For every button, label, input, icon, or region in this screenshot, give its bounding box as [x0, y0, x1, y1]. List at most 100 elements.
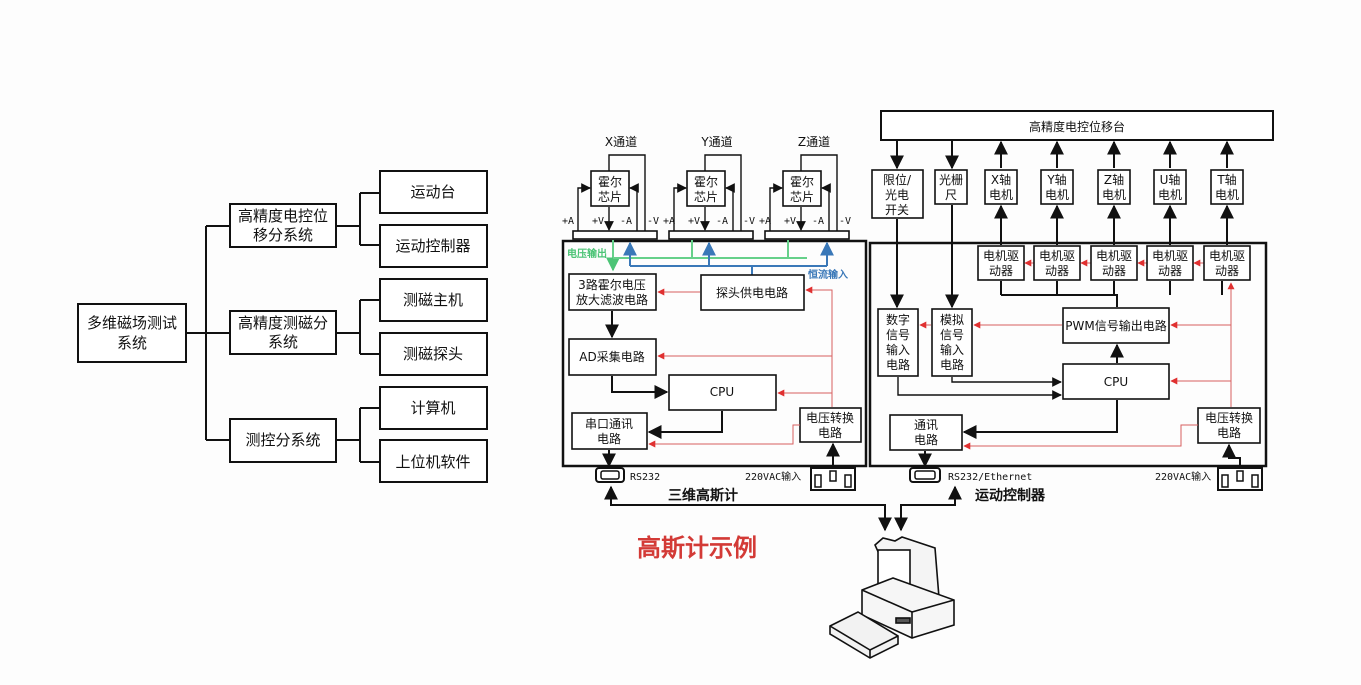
motor-z-block: [1097, 169, 1131, 205]
stage-block: [880, 110, 1274, 141]
root-node: [77, 303, 187, 363]
controller-name: 运动控制器: [975, 487, 1046, 504]
motor-driver-t-line2: 动器: [1215, 264, 1239, 278]
motor-driver-z-block: [1090, 245, 1138, 281]
pin-labels: +A +V -A -V +A +V -A -V +A +V -A -V: [562, 216, 851, 227]
motor-driver-y-line1: 电机驱: [1039, 249, 1075, 263]
motor-t-block: [1210, 169, 1244, 205]
controller-voltage-converter: [1197, 407, 1261, 444]
leaf-magnetometer-host-label: 测磁主机: [403, 291, 463, 309]
subsystem-magnetic: [229, 310, 337, 355]
grating-line1: 光栅: [939, 172, 963, 187]
controller-diagram: 高精度电控位移台 限位/ 光电 开关 光栅 尺 X轴电机电机驱动器Y轴电机电机驱…: [868, 110, 1274, 504]
subsystem-motion-line2: 移分系统: [253, 226, 313, 244]
leaf-computer: [379, 386, 488, 430]
digital-input-line2: 信号: [886, 328, 910, 342]
controller-power-label: 220VAC输入: [1155, 470, 1211, 483]
subsystem-control: [229, 418, 337, 463]
probe-connector-x: [572, 230, 658, 240]
analog-input-line2: 信号: [940, 328, 964, 342]
motor-driver-u-line2: 动器: [1158, 264, 1182, 278]
serial-comm-block: [571, 412, 648, 450]
channel-z: Z通道 霍尔 芯片: [764, 135, 850, 240]
hall-chip-z-line1: 霍尔: [790, 174, 814, 189]
caption-title: 高斯计示例: [637, 534, 757, 562]
controller-port-label: RS232/Ethernet: [948, 472, 1032, 483]
gaussmeter-voltage-converter: [799, 407, 862, 443]
gaussmeter-cpu-block: [668, 374, 777, 411]
controller-vconv-line1: 电压转换: [1205, 410, 1253, 425]
subsystem-motion: [229, 203, 337, 248]
channel-z-label: Z通道: [798, 135, 830, 149]
limit-switch-line3: 开关: [885, 203, 909, 217]
motor-driver-u-line1: 电机驱: [1152, 249, 1188, 263]
channel-x-label: X通道: [605, 135, 637, 149]
leaf-motion-controller-label: 运动控制器: [395, 237, 470, 255]
pin-plus-a-z: +A: [759, 216, 771, 227]
motor-u-line2: 电机: [1158, 188, 1182, 202]
probe-power-label: 探头供电电路: [716, 285, 788, 300]
hall-chip-y: [686, 170, 726, 207]
power-socket-icon: [810, 467, 856, 491]
motor-group: X轴电机电机驱动器Y轴电机电机驱动器Z轴电机电机驱动器U轴电机电机驱动器T轴电机…: [977, 140, 1251, 281]
motor-y-block: [1040, 169, 1074, 205]
motor-y-line2: 电机: [1045, 188, 1069, 202]
digital-input-line4: 电路: [886, 357, 910, 372]
motor-y-line1: Y轴: [1046, 172, 1066, 187]
limit-switch-line2: 光电: [885, 188, 909, 202]
motor-x-line2: 电机: [989, 188, 1013, 202]
system-tree: 多维磁场测试 系统 高精度电控位 移分系统 高精度测磁分 系统 测控分系统 运动…: [77, 170, 488, 483]
analog-input-line3: 输入: [940, 342, 964, 357]
pin-plus-a-x: +A: [562, 216, 574, 227]
subsystem-motion-line1: 高精度电控位: [238, 207, 328, 225]
motor-driver-x-line2: 动器: [989, 264, 1013, 278]
motor-x-line1: X轴: [991, 172, 1011, 187]
pin-plus-v-x: +V: [592, 216, 604, 227]
motor-driver-t-line1: 电机驱: [1209, 249, 1245, 263]
ad-acquisition-label: AD采集电路: [579, 349, 644, 364]
hall-amplifier-line1: 3路霍尔电压: [578, 277, 646, 292]
motor-driver-x-block: [977, 245, 1025, 281]
hall-chip-x-line2: 芯片: [598, 190, 622, 204]
controller-cpu-block: [1062, 363, 1170, 400]
controller-enclosure: [868, 241, 1268, 468]
subsystem-magnetic-line2: 系统: [268, 333, 298, 351]
pin-plus-a-y: +A: [663, 216, 675, 227]
leaf-host-software-label: 上位机软件: [395, 453, 470, 471]
hall-amplifier-line2: 放大滤波电路: [576, 292, 648, 307]
hall-chip-x: [590, 170, 630, 207]
hall-chip-y-line1: 霍尔: [694, 174, 718, 189]
pin-minus-a-x: -A: [620, 216, 632, 227]
gaussmeter-name: 三维高斯计: [668, 487, 738, 504]
leaf-magnetic-probe: [379, 332, 488, 376]
channel-y-label: Y通道: [700, 135, 732, 149]
motor-driver-u-block: [1146, 245, 1194, 281]
pin-plus-v-y: +V: [688, 216, 700, 227]
tree-connector-root: [186, 225, 230, 441]
gaussmeter-vconv-line2: 电路: [818, 425, 842, 440]
leaf-motion-controller: [379, 224, 488, 268]
grating-line2: 尺: [945, 188, 957, 202]
leaf-motion-stage-label: 运动台: [410, 183, 455, 201]
pin-minus-a-y: -A: [716, 216, 728, 227]
motor-z-line1: Z轴: [1104, 172, 1124, 187]
controller-vconv-line2: 电路: [1217, 425, 1241, 440]
subsystem-control-line1: 测控分系统: [245, 431, 320, 449]
gaussmeter-power-label: 220VAC输入: [745, 470, 801, 483]
motor-t-line2: 电机: [1215, 188, 1239, 202]
leaf-host-software: [379, 439, 488, 483]
current-input-label: 恒流输入: [808, 268, 848, 281]
serial-comm-line1: 串口通讯: [585, 417, 633, 431]
digital-input-line3: 输入: [886, 342, 910, 357]
motor-u-line1: U轴: [1160, 172, 1181, 187]
hall-amplifier-block: [568, 273, 657, 311]
motor-z-line2: 电机: [1102, 188, 1126, 202]
limit-switch-line1: 限位/: [883, 172, 912, 187]
gaussmeter-diagram: X通道 霍尔 芯片 Y通道 霍尔 芯片 Z通道 霍尔 芯片: [561, 135, 868, 504]
pin-minus-a-z: -A: [812, 216, 824, 227]
voltage-output-label: 电压输出: [567, 247, 607, 260]
pin-minus-v-y: -V: [743, 216, 755, 227]
pin-minus-v-z: -V: [839, 216, 851, 227]
channel-y: Y通道 霍尔 芯片: [668, 135, 754, 240]
